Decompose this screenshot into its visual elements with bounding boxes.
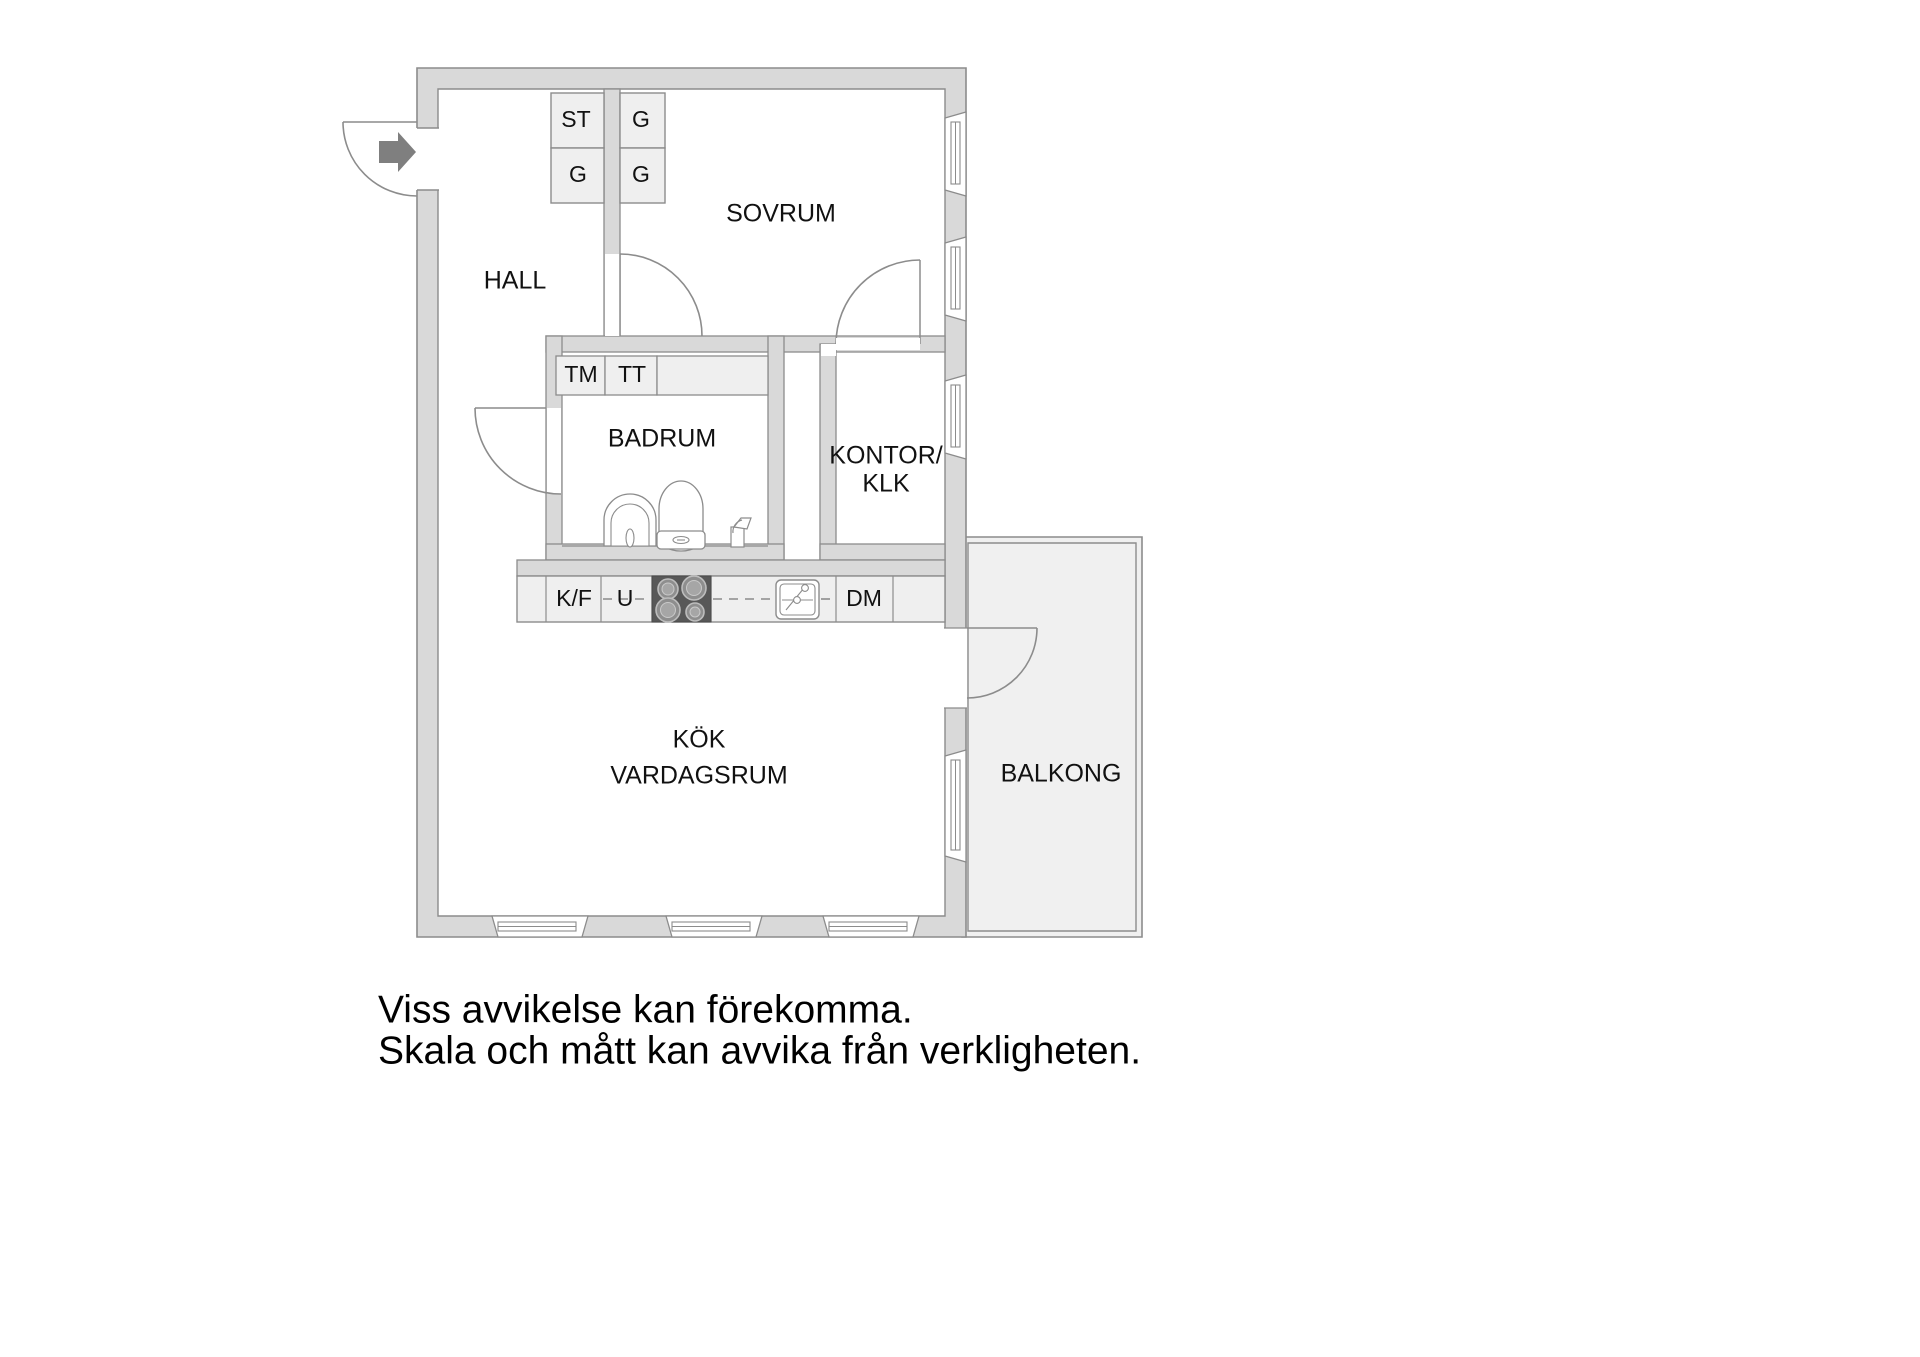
door-badrum-opening [547,408,561,494]
entrance-door-swing [342,121,418,197]
closet-g-bottom-right-label: G [632,161,650,187]
room-label-badrum: BADRUM [608,425,716,453]
kitchen-counter-group: K/F U DM [516,575,946,623]
closets-group: ST G G G [550,92,666,204]
balcony-door-group [944,627,1038,709]
balcony-railing [967,542,1137,932]
room-label-hall: HALL [484,267,547,295]
room-labels: HALL SOVRUM BADRUM KONTOR/ KLK KÖK VARDA… [484,200,1122,790]
room-label-sovrum: SOVRUM [726,200,836,228]
appliance-kf-label: K/F [556,585,592,611]
room-label-vardagsrum: VARDAGSRUM [610,762,787,790]
room-label-kontor-klk-line1: KONTOR/ [829,442,942,470]
door-badrum-swing [474,407,562,495]
balcony-door-opening [944,628,967,708]
window-sovrum-lower [944,236,967,322]
appliance-tm [555,355,606,396]
balcony-door-swing [966,627,1038,699]
caption-line-1: Viss avvikelse kan förekomma. [378,988,913,1031]
door-sovrum-swing [619,253,703,337]
appliance-tm-label: TM [564,361,597,387]
room-label-kontor-klk-line2: KLK [862,470,910,498]
closet-st [550,92,605,149]
appliance-tt [604,355,658,396]
appliance-dm-label: DM [846,585,882,611]
entrance-arrow-icon [379,132,416,172]
closet-g-bottom-left [550,147,605,204]
door-sovrum-opening [605,254,620,336]
closet-st-label: ST [561,106,590,132]
balcony-group [961,536,1143,938]
closet-g-bottom-left-label: G [569,161,587,187]
window-kontor [944,374,967,460]
wall-kontor-bottom [819,543,946,561]
appliance-tt-label: TT [618,361,646,387]
shower-mixer-icon [730,517,752,548]
closet-g-bottom-right [619,147,666,204]
window-vardagsrum-right [944,749,967,863]
entrance-group [342,121,439,197]
right-wall-windows [944,111,967,863]
window-vardagsrum-1 [491,915,589,938]
cooktop-icon [651,575,712,623]
wall-bathroom-right [767,335,785,561]
caption-line-2: Skala och mått kan avvika från verklighe… [378,1029,1141,1072]
bathroom-group: TM TT [555,355,769,552]
closet-g-top-right [619,92,666,149]
closet-g-top-right-label: G [632,106,650,132]
caption-group: Viss avvikelse kan förekomma. Skala och … [378,988,1141,1072]
entrance-opening [415,128,439,190]
washbasin-icon [603,493,657,548]
door-badrum [474,407,562,495]
wall-kitchen-top [516,559,946,577]
appliance-u-label: U [617,585,634,611]
window-vardagsrum-3 [822,915,920,938]
room-label-balkong: BALKONG [1001,760,1122,788]
balcony-floor [961,536,1143,938]
door-kontor [821,259,921,356]
bottom-wall-windows [491,915,920,938]
window-vardagsrum-2 [665,915,763,938]
kitchen-sink-icon [775,579,820,620]
door-kontor-swing [835,259,921,345]
room-label-kok: KÖK [673,726,726,754]
toilet-icon [656,480,706,552]
window-sovrum-upper [944,111,967,197]
door-sovrum [605,253,703,337]
bathroom-counter [656,355,769,396]
